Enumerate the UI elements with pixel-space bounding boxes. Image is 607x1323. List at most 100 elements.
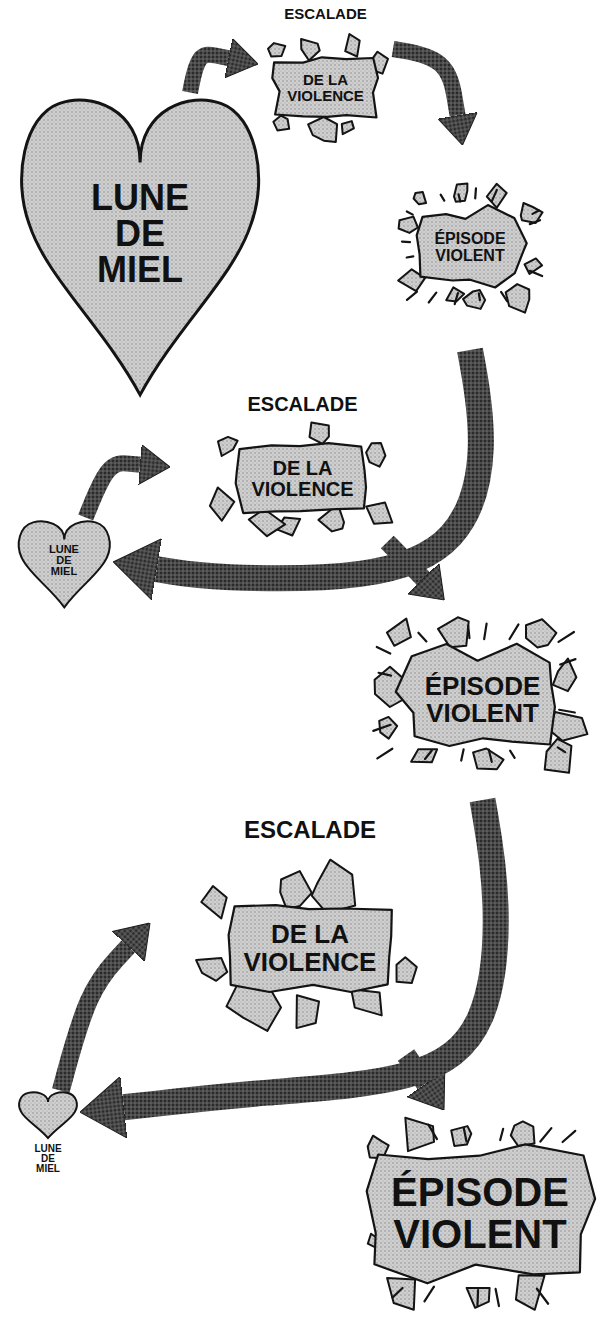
shard-piece: [397, 957, 417, 983]
shard-piece: [308, 117, 337, 142]
heart-outline: [19, 1092, 77, 1138]
burst-line: [407, 256, 414, 257]
cycle-arrow: [157, 350, 481, 578]
label-holder: DE LA VIOLENCE: [258, 22, 393, 154]
escalation-shards: ESCALADE DE LA VIOLENCE: [258, 4, 393, 154]
burst-line: [496, 1289, 499, 1306]
burst-line: [563, 1131, 576, 1142]
violent-episode-burst: ÉPISODE VIOLENT: [395, 145, 545, 350]
shard-piece: [387, 619, 411, 646]
shard-piece: [345, 34, 360, 57]
cycle-arrow: [61, 946, 128, 1090]
burst-line: [530, 271, 542, 276]
shard-piece: [451, 1126, 471, 1146]
label-holder: DE LA VIOLENCE: [170, 415, 435, 542]
burst-line: [530, 220, 540, 224]
burst-line: [461, 749, 463, 760]
burst-line: [510, 624, 519, 639]
shard-piece: [553, 659, 577, 692]
label-holder: DE LA VIOLENCE: [150, 842, 470, 1055]
heart-outline: [21, 100, 258, 395]
cycle-arrow: [190, 55, 229, 93]
shard-piece: [399, 217, 418, 233]
escalation-shards: ESCALADEDE LA VIOLENCE: [150, 815, 470, 1055]
shard-piece: [411, 749, 437, 762]
burst-line: [402, 241, 410, 244]
stage-label: ÉPISODE VIOLENT: [405, 231, 535, 265]
burst-line: [458, 194, 460, 201]
burst-line: [559, 710, 575, 713]
burst-line: [560, 659, 575, 664]
shard-piece: [387, 1278, 415, 1310]
shard-piece: [342, 121, 354, 134]
burst-line: [489, 750, 492, 762]
violent-episode-burst: ÉPISODE VIOLENT: [360, 1110, 600, 1315]
stage-label: DE LA VIOLENCE: [280, 72, 372, 104]
burst-line: [484, 624, 486, 639]
stage-label: ÉPISODE VIOLENT: [365, 1171, 595, 1255]
shard-piece: [366, 503, 392, 524]
shard-piece: [297, 995, 320, 1028]
shard-piece: [414, 192, 427, 204]
stage-label: LUNE DE MIEL: [31, 1144, 65, 1174]
burst-line: [479, 293, 480, 300]
heart-outline: [18, 521, 109, 607]
shard-piece: [312, 860, 356, 914]
burst-line: [441, 195, 445, 201]
shard-piece: [310, 423, 329, 444]
shard-piece: [351, 989, 382, 1015]
burst-line: [407, 292, 417, 300]
burst-line: [377, 647, 390, 654]
burst-line: [425, 750, 432, 759]
honeymoon-heart: LUNE DE MIEL: [15, 83, 265, 397]
burst-line: [558, 747, 565, 752]
burst-line: [501, 292, 507, 301]
shard-piece: [366, 443, 385, 467]
shard-piece: [273, 116, 289, 131]
stage-label: LUNE DE MIEL: [85, 180, 195, 288]
burst-line: [464, 1128, 467, 1141]
shard-piece: [218, 437, 238, 456]
shard-piece: [196, 958, 227, 981]
burst-line: [373, 725, 390, 731]
stage-heading: ESCALADE: [284, 6, 367, 22]
shard-piece: [550, 712, 588, 741]
escalation-shards: ESCALADE DE LA VIOLENCE: [170, 392, 435, 542]
burst-line: [424, 1287, 434, 1302]
shard-piece: [511, 1121, 535, 1146]
honeymoon-heart: LUNE DE MIEL: [16, 1088, 80, 1174]
stage-heading: ESCALADE: [247, 394, 357, 415]
stage-label: ÉPISODE VIOLENT: [383, 673, 583, 728]
burst-line: [407, 211, 413, 214]
burst-line: [537, 1289, 548, 1304]
central-shard: [272, 57, 378, 117]
shard-piece: [506, 284, 530, 313]
cycle-arrow: [393, 49, 458, 115]
burst-line: [540, 1128, 551, 1141]
burst-line: [429, 293, 437, 303]
burst-line: [393, 1288, 403, 1297]
shard-piece: [438, 617, 469, 647]
shard-piece: [487, 184, 507, 208]
shard-piece: [210, 488, 234, 521]
stage-label: DE LA VIOLENCE: [238, 458, 368, 500]
shard-piece: [201, 886, 226, 918]
shard-piece: [454, 184, 467, 202]
violent-episode-burst: ÉPISODE VIOLENT: [370, 600, 595, 800]
burst-line: [476, 1290, 479, 1305]
burst-line: [428, 1125, 437, 1140]
burst-line: [510, 751, 515, 758]
shard-piece: [301, 39, 320, 61]
stage-heading: ESCALADE: [244, 817, 376, 842]
shard-piece: [405, 1118, 434, 1151]
shard-piece: [268, 43, 285, 56]
cycle-arrow: [124, 800, 496, 1107]
burst-line: [559, 632, 574, 642]
burst-line: [455, 293, 458, 304]
burst-line: [500, 1129, 503, 1140]
shard-piece: [473, 749, 503, 770]
burst-line: [377, 749, 392, 759]
shard-piece: [526, 619, 556, 647]
honeymoon-heart: LUNE DE MIEL: [15, 515, 114, 609]
